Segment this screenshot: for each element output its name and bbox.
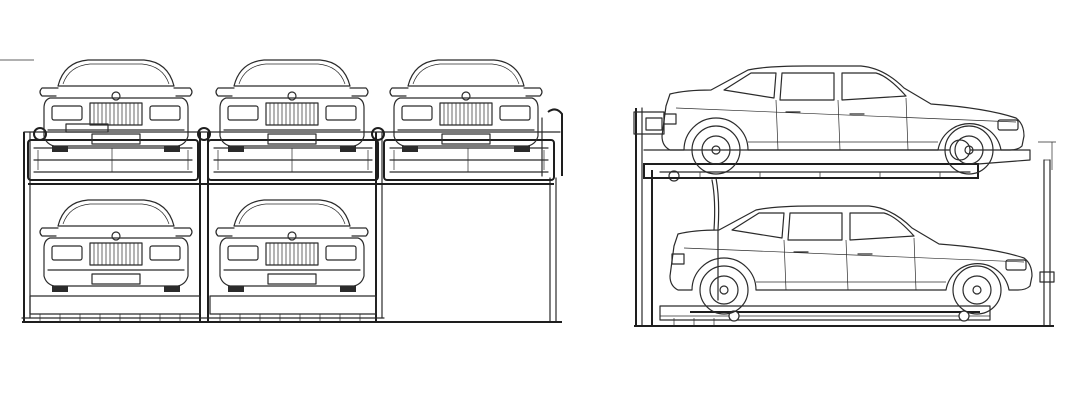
front-view xyxy=(0,59,563,323)
side-upper-pallet xyxy=(643,139,1031,179)
upper-pallets xyxy=(27,139,555,185)
front-car-lower-1 xyxy=(39,199,193,293)
side-car-lower xyxy=(669,205,1033,315)
side-frame xyxy=(633,107,1056,327)
side-lower-pallet xyxy=(659,305,991,326)
lower-pallets xyxy=(29,295,377,315)
front-frame xyxy=(21,108,563,323)
front-car-upper-3 xyxy=(389,59,543,153)
side-view xyxy=(633,65,1056,327)
front-car-upper-1 xyxy=(39,59,193,153)
drive-unit xyxy=(65,123,109,133)
side-car-upper xyxy=(661,65,1025,175)
front-car-lower-2 xyxy=(215,199,369,293)
front-car-upper-2 xyxy=(215,59,369,153)
